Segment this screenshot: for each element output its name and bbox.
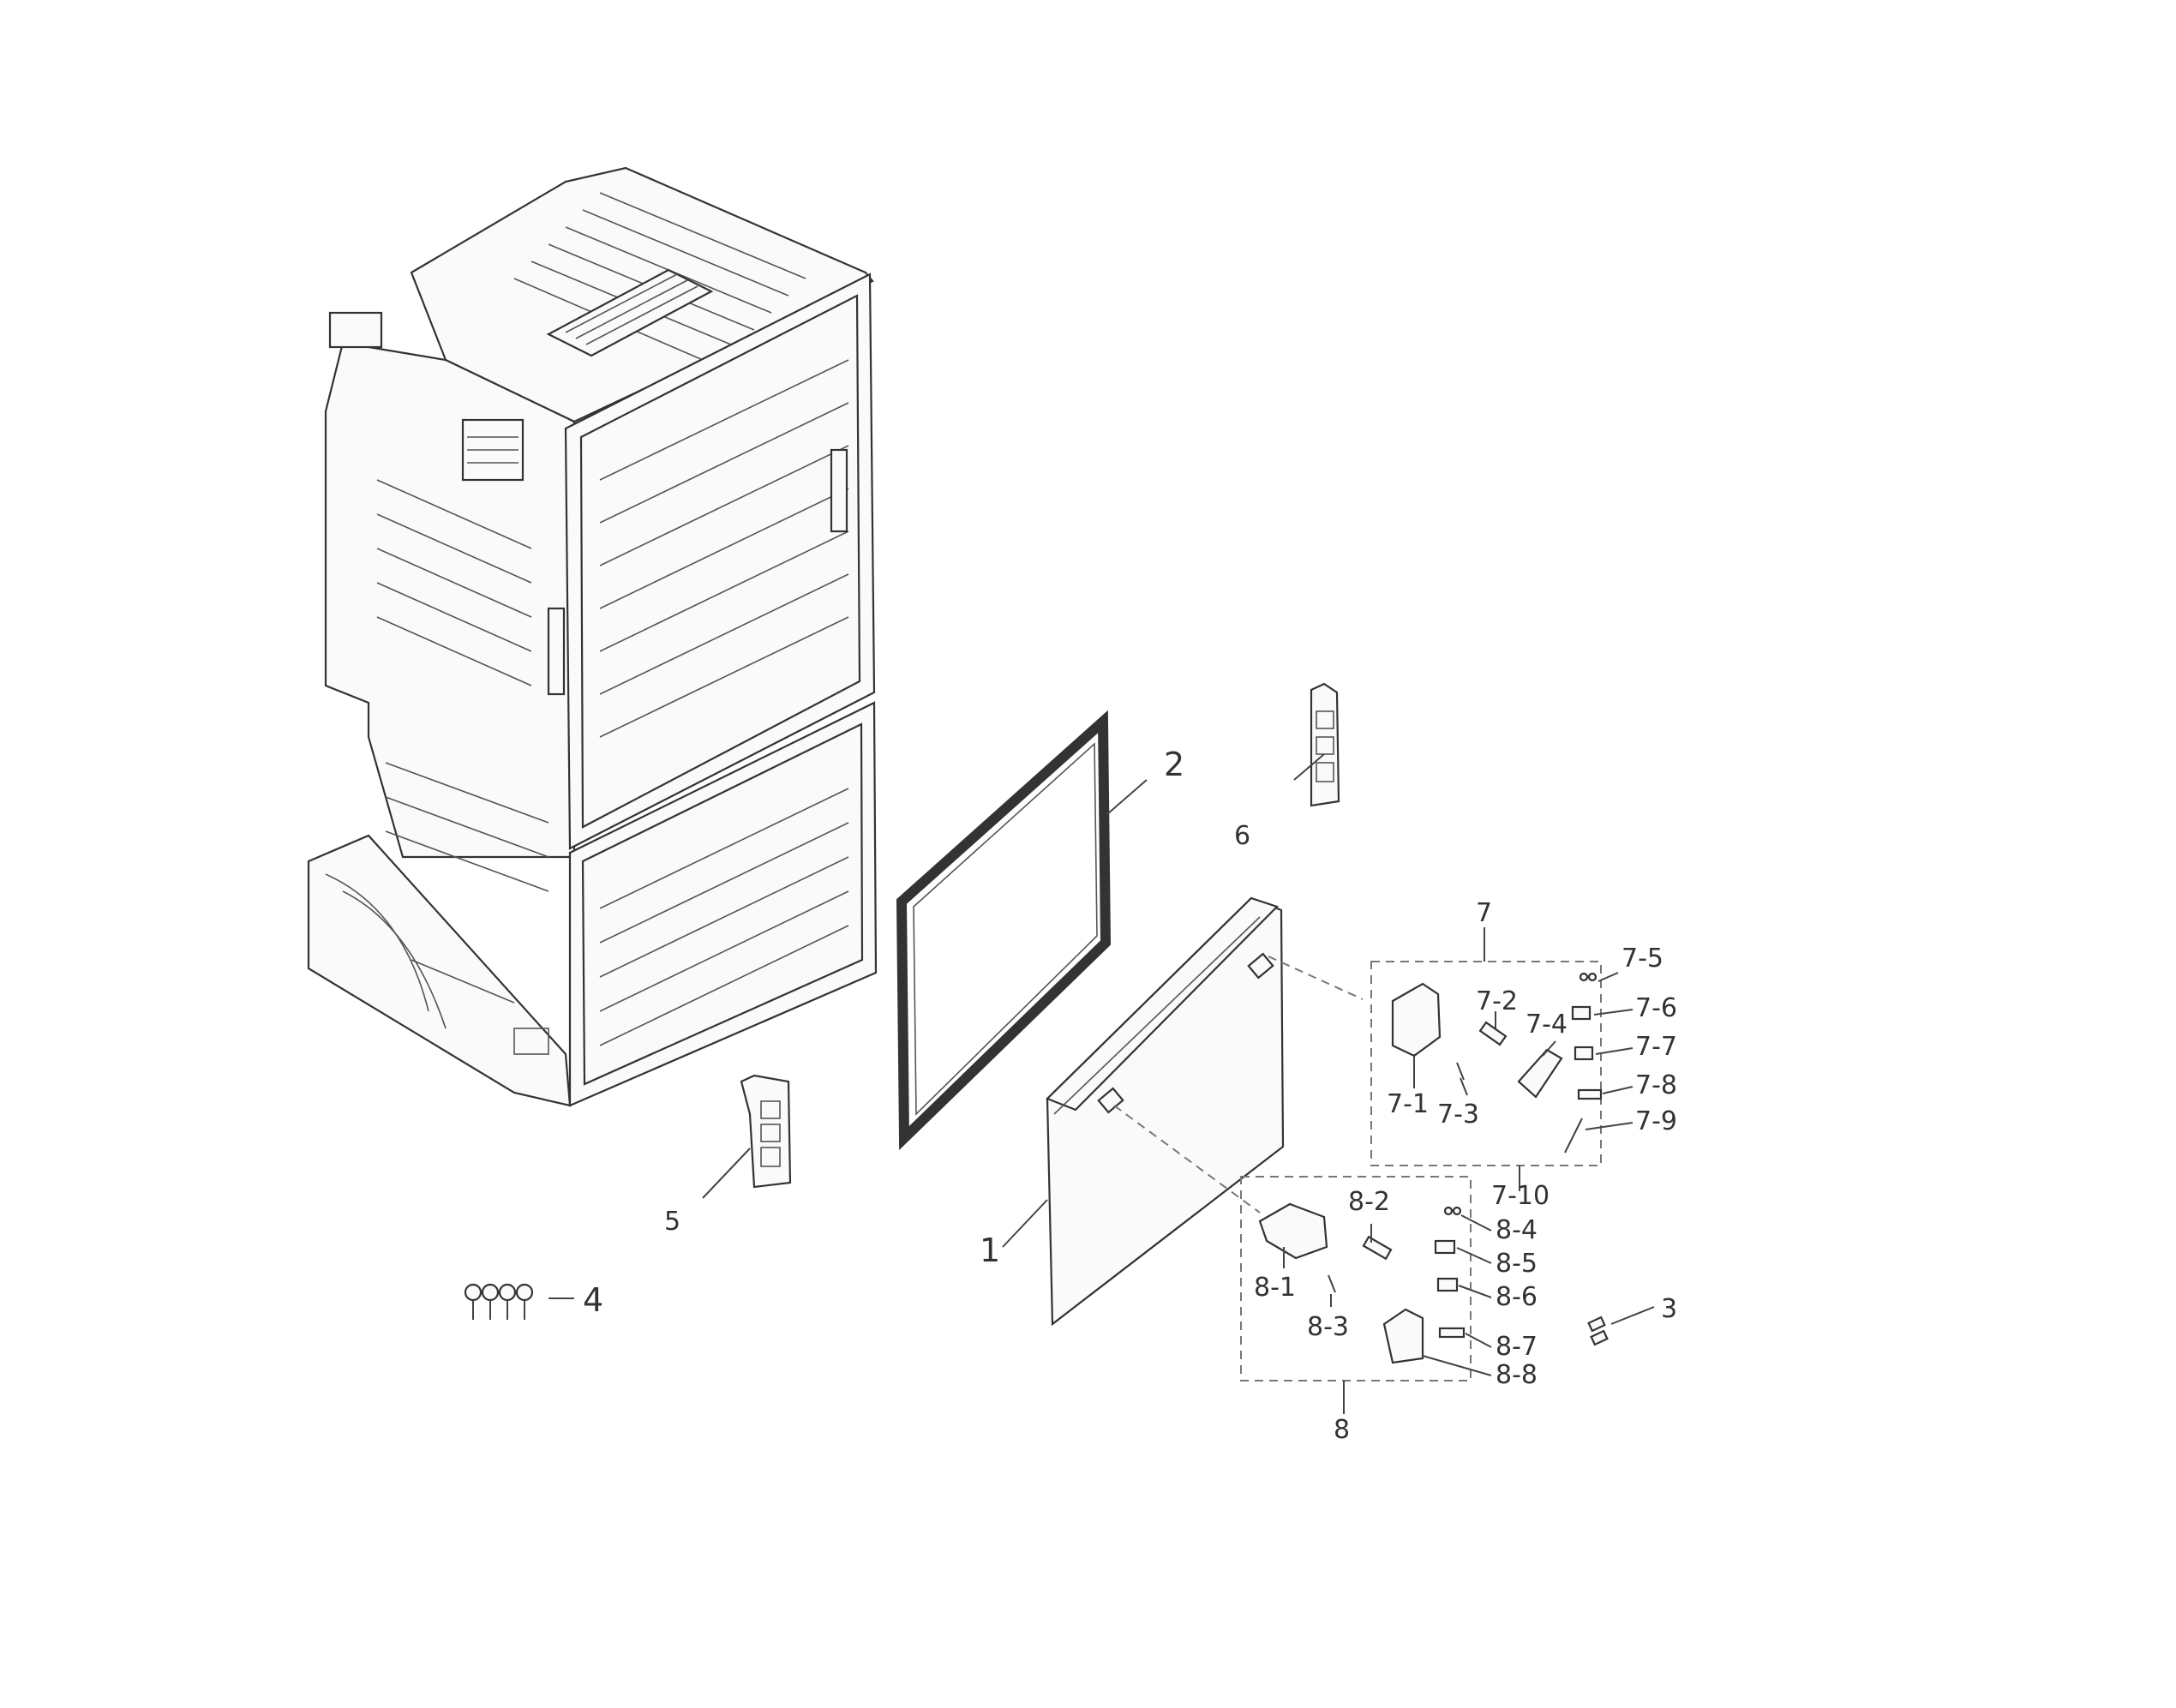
callout-2: 2 xyxy=(1164,746,1184,783)
callout-4: 4 xyxy=(583,1281,603,1319)
callout-7-9: 7-9 xyxy=(1635,1106,1677,1136)
callout-8-6: 8-6 xyxy=(1496,1282,1538,1312)
callout-8-3: 8-3 xyxy=(1307,1312,1349,1342)
rail-bracket-5 xyxy=(740,1074,792,1189)
callout-7: 7 xyxy=(1476,898,1492,928)
freezer-drawer-door xyxy=(1046,896,1285,1327)
screw-set-4 xyxy=(464,1283,534,1320)
callout-8-8: 8-8 xyxy=(1496,1360,1538,1390)
group-8-box xyxy=(1240,1176,1472,1381)
callout-5: 5 xyxy=(664,1207,680,1237)
callout-7-7: 7-7 xyxy=(1635,1032,1677,1062)
callout-labels: 1 2 3 4 5 6 7 7-1 7-2 7-3 7-4 7-5 7-6 7-… xyxy=(583,746,1677,1445)
door-gasket xyxy=(896,710,1112,1151)
callout-7-10: 7-10 xyxy=(1491,1181,1550,1211)
callout-8: 8 xyxy=(1334,1415,1350,1445)
callout-7-6: 7-6 xyxy=(1635,993,1677,1023)
refrigerator-cabinet xyxy=(307,166,878,1107)
callout-7-8: 7-8 xyxy=(1635,1070,1677,1100)
callout-8-7: 8-7 xyxy=(1496,1332,1538,1362)
callout-8-2: 8-2 xyxy=(1348,1187,1390,1217)
callout-7-1: 7-1 xyxy=(1387,1089,1429,1119)
callout-8-4: 8-4 xyxy=(1496,1215,1538,1245)
callout-1: 1 xyxy=(980,1232,1000,1269)
group-7-parts xyxy=(1391,972,1603,1154)
callout-8-1: 8-1 xyxy=(1254,1273,1296,1303)
callout-6: 6 xyxy=(1234,821,1250,851)
group-7-box xyxy=(1370,961,1602,1166)
screw-3 xyxy=(1587,1315,1609,1346)
rail-bracket-6 xyxy=(1310,682,1340,807)
callout-3: 3 xyxy=(1661,1294,1677,1324)
callout-7-3: 7-3 xyxy=(1437,1100,1479,1130)
callout-7-4: 7-4 xyxy=(1526,1010,1568,1040)
callout-7-2: 7-2 xyxy=(1476,986,1518,1016)
callout-8-5: 8-5 xyxy=(1496,1249,1538,1279)
leader-lines xyxy=(548,753,1655,1414)
callout-7-5: 7-5 xyxy=(1622,944,1663,974)
